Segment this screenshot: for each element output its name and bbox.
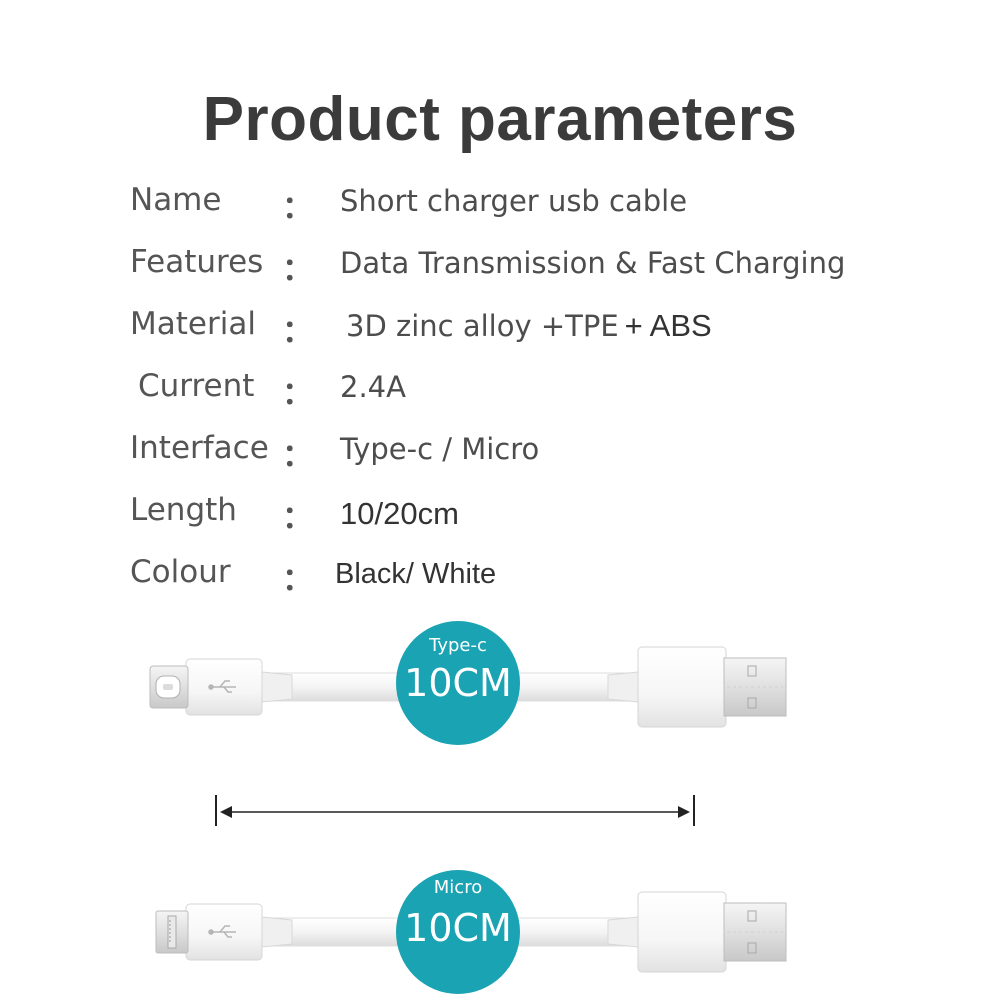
param-value: Data Transmission & Fast Charging [340, 246, 846, 280]
param-separator: ： [282, 500, 313, 536]
param-row-material: Material ： 3D zinc alloy +TPE+ ABS [0, 306, 1000, 350]
param-row-current: Current ： 2.4A [0, 368, 1000, 412]
param-row-colour: Colour ： Black/ White [0, 554, 1000, 598]
param-separator: ： [282, 438, 313, 474]
length-badge [396, 870, 520, 994]
badge-connector-label: Micro [433, 877, 483, 898]
param-label: Material [130, 306, 256, 342]
param-row-features: Features ： Data Transmission & Fast Char… [0, 244, 1000, 288]
param-separator: ： [282, 562, 313, 598]
param-value: 3D zinc alloy +TPE+ ABS [346, 308, 712, 344]
param-value: 10/20cm [340, 496, 459, 531]
param-separator: ： [282, 376, 313, 412]
length-badge [396, 621, 520, 745]
param-label: Interface [130, 430, 269, 466]
param-label: Features [130, 244, 264, 280]
param-separator: ： [282, 252, 313, 288]
param-value-extra: + ABS [624, 308, 712, 343]
param-value-main: 3D zinc alloy +TPE [346, 309, 619, 343]
page-title: Product parameters [202, 85, 798, 154]
param-value: Type-c / Micro [340, 432, 540, 466]
param-label: Name [130, 182, 222, 218]
param-separator: ： [282, 314, 313, 350]
param-row-length: Length ： 10/20cm [0, 492, 1000, 536]
badge-length-label: 10CM [404, 906, 512, 950]
param-label: Current [138, 368, 255, 404]
usb-logo-icon [208, 680, 236, 693]
badge-length-label: 10CM [404, 661, 512, 705]
usb-logo-icon [208, 925, 236, 938]
param-row-interface: Interface ： Type-c / Micro [0, 430, 1000, 474]
param-value: Black/ White [335, 558, 497, 590]
param-separator: ： [282, 190, 313, 226]
param-value: 2.4A [340, 370, 406, 404]
badge-connector-label: Type-c [429, 635, 487, 656]
param-label: Length [130, 492, 237, 528]
param-label: Colour [130, 554, 231, 590]
param-value: Short charger usb cable [340, 184, 688, 218]
param-row-name: Name ： Short charger usb cable [0, 182, 1000, 226]
double-arrow-icon [215, 795, 695, 826]
